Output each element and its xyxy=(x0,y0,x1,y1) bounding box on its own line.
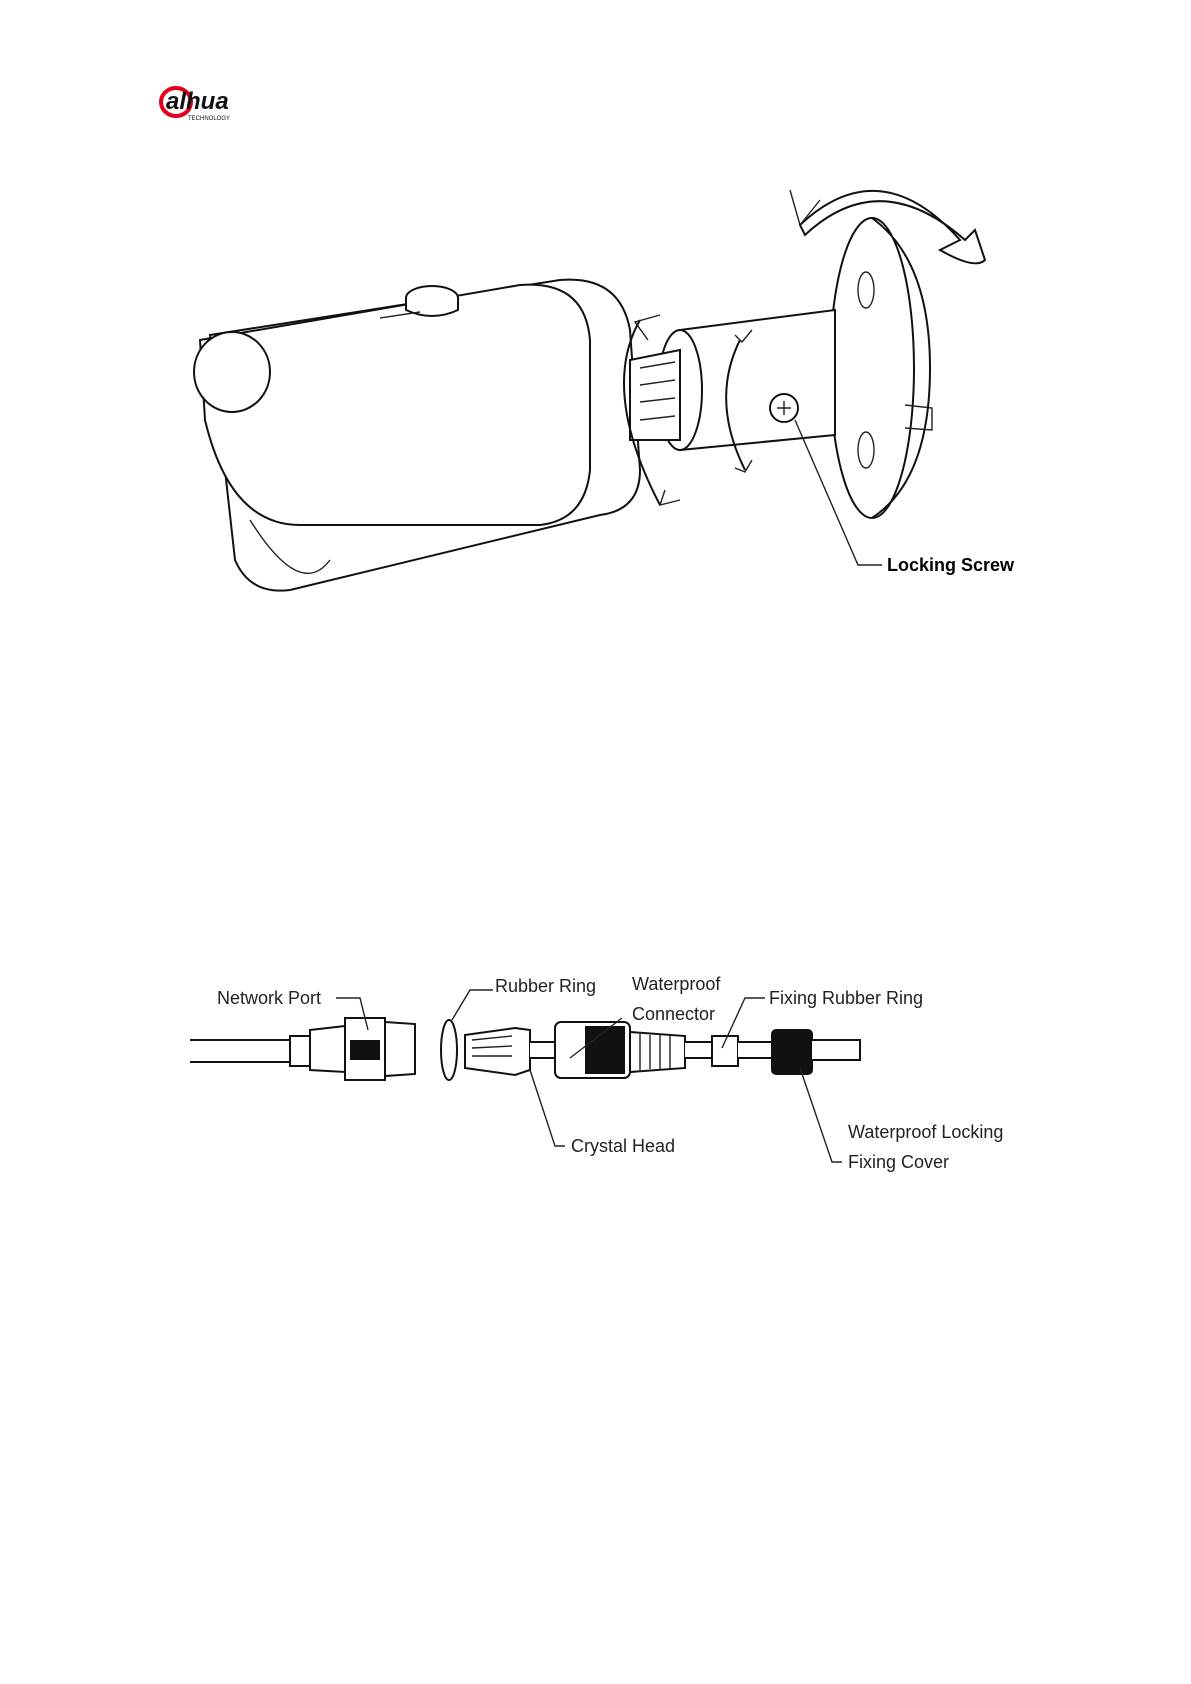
port-mouth xyxy=(385,1022,415,1076)
leader-crystal-head xyxy=(530,1070,565,1146)
cable-mid-1 xyxy=(530,1042,555,1058)
crystal-head xyxy=(465,1028,530,1075)
label-crystal-head: Crystal Head xyxy=(571,1136,675,1156)
locking-cover xyxy=(772,1030,812,1074)
label-waterproof-connector-1: Waterproof xyxy=(632,974,721,994)
cable-left xyxy=(190,1040,290,1062)
label-network-port: Network Port xyxy=(217,988,321,1008)
cable-mid-2 xyxy=(685,1042,712,1058)
connector-band xyxy=(585,1026,625,1074)
label-locking-cover-2: Fixing Cover xyxy=(848,1152,949,1172)
port-band xyxy=(350,1040,380,1060)
rubber-ring xyxy=(441,1020,457,1080)
label-waterproof-connector-2: Connector xyxy=(632,1004,715,1024)
cable-strain xyxy=(290,1036,310,1066)
port-taper xyxy=(310,1026,345,1072)
label-rubber-ring: Rubber Ring xyxy=(495,976,596,996)
label-fixing-rubber-ring: Fixing Rubber Ring xyxy=(769,988,923,1008)
connector-thread xyxy=(630,1032,685,1072)
cable-right xyxy=(812,1040,860,1060)
label-locking-cover-1: Waterproof Locking xyxy=(848,1122,1003,1142)
leader-locking-cover xyxy=(800,1068,842,1162)
cable-mid-3 xyxy=(738,1042,772,1058)
leader-rubber-ring xyxy=(452,990,493,1020)
